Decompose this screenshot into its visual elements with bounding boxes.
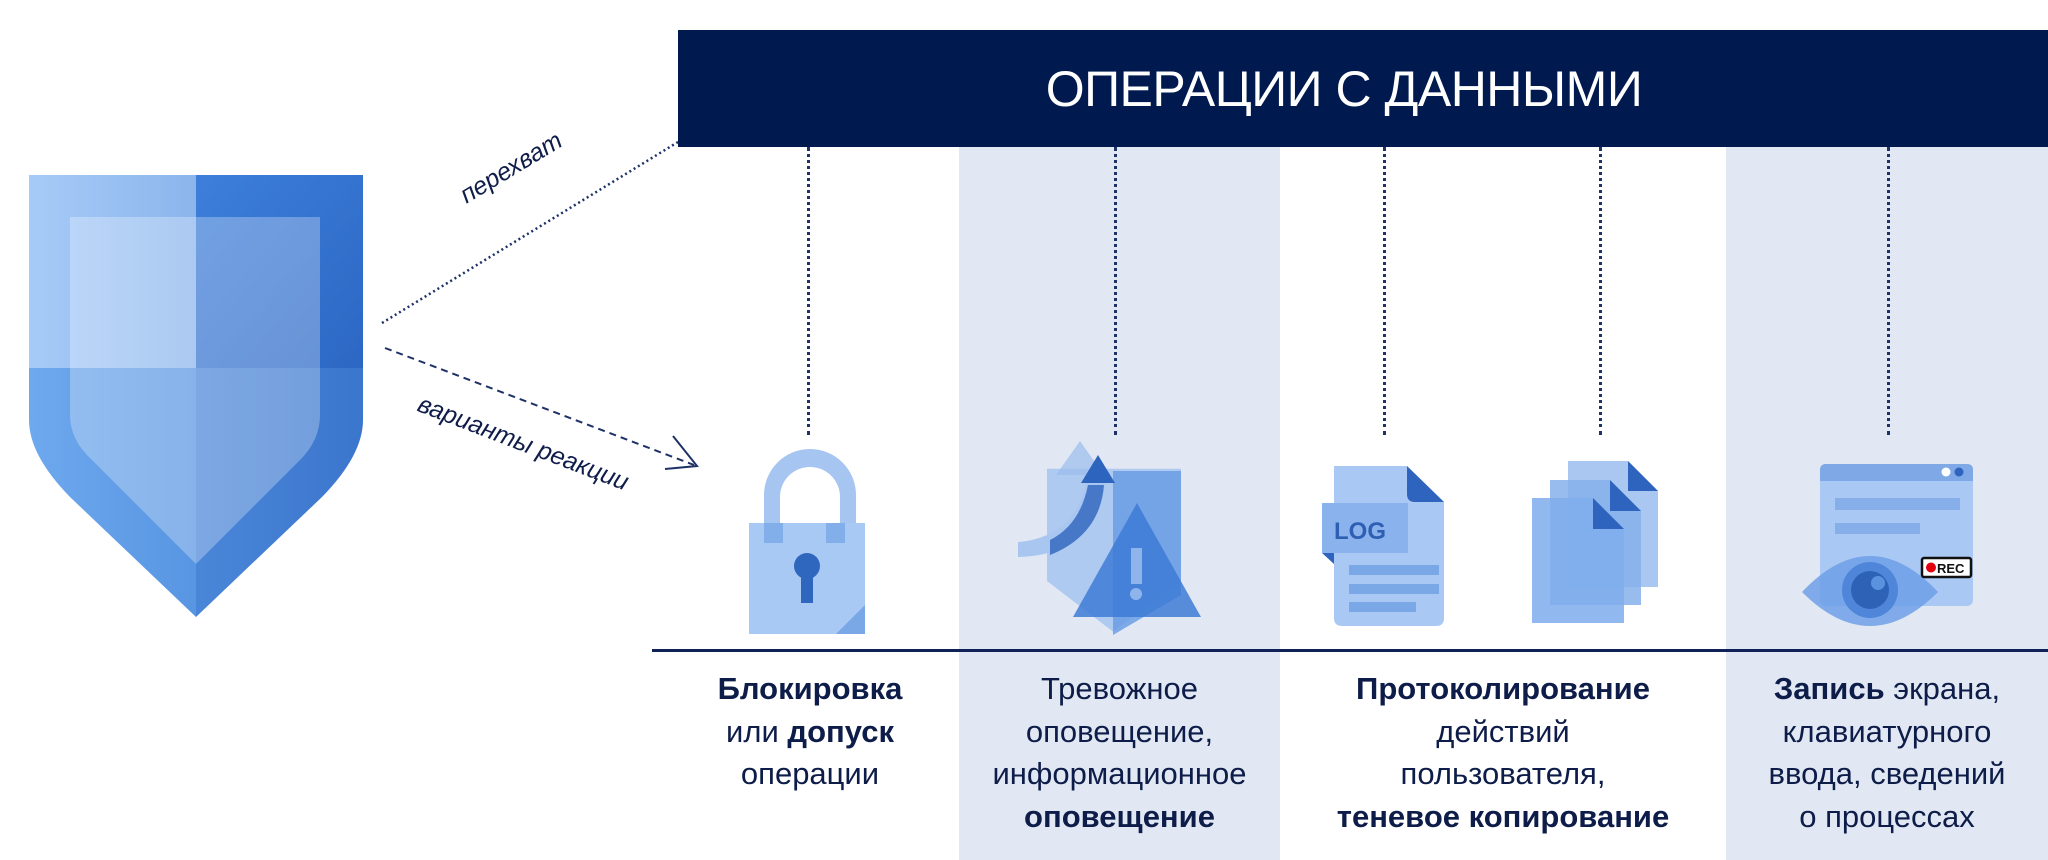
caption-text: клавиатурного	[1782, 713, 1992, 749]
caption-line: или допуск	[660, 711, 960, 754]
caption-text: пользователя,	[1400, 756, 1606, 791]
caption-line: информационное	[959, 753, 1280, 796]
caption-text: экрана,	[1884, 671, 2001, 706]
lock-icon	[749, 449, 865, 634]
caption-line: ввода, сведений	[1726, 753, 2048, 796]
connector-copy	[1599, 147, 1602, 435]
caption-bold-text: теневое копирование	[1336, 798, 1670, 834]
caption-line: пользователя,	[1280, 753, 1726, 796]
connector-record	[1887, 147, 1890, 435]
divider-line	[652, 649, 2048, 652]
caption-line: Тревожное	[959, 668, 1280, 711]
caption-line: о процессах	[1726, 796, 2048, 839]
connector-log	[1383, 147, 1386, 435]
caption-line: оповещение	[959, 796, 1280, 839]
caption-text: действий	[1436, 713, 1570, 749]
header-banner: ОПЕРАЦИИ С ДАННЫМИ	[678, 30, 2048, 147]
caption-bold-text: оповещение	[1024, 798, 1215, 834]
screen-record-icon: REC	[1802, 464, 1973, 626]
caption-bold-text: Блокировка	[717, 671, 903, 706]
header-title: ОПЕРАЦИИ С ДАННЫМИ	[1045, 60, 1643, 117]
caption-text: или	[726, 713, 788, 749]
caption-text: информационное	[992, 756, 1247, 791]
caption-text: операции	[740, 756, 880, 791]
caption-line: оповещение,	[959, 711, 1280, 754]
response-arrow	[384, 347, 699, 470]
caption-bold-text: Протоколирование	[1356, 671, 1650, 706]
caption-text: ввода, сведений	[1768, 756, 2006, 791]
caption-text: оповещение,	[1025, 713, 1214, 749]
caption-bold-text: Запись	[1773, 671, 1885, 706]
alert-icon	[1018, 441, 1201, 635]
caption-text: Тревожное	[1040, 671, 1199, 706]
connector-alert	[1114, 147, 1117, 435]
rec-badge: REC	[1920, 556, 1973, 579]
caption-line: клавиатурного	[1726, 711, 2048, 754]
caption-line: Запись экрана,	[1726, 668, 2048, 711]
connector-lock	[807, 147, 810, 435]
caption-alerts: Тревожное оповещение, информационное оповещ…	[959, 668, 1280, 838]
log-file-icon: LOG	[1322, 466, 1444, 626]
caption-text: о процессах	[1799, 798, 1975, 834]
caption-line: Блокировка	[660, 668, 960, 711]
caption-bold-text: допуск	[787, 713, 894, 749]
caption-line: действий	[1280, 711, 1726, 754]
caption-line: теневое копирование	[1280, 796, 1726, 839]
shadow-copy-icon	[1532, 461, 1658, 623]
rec-badge-text: REC	[1937, 561, 1965, 576]
shield-icon	[29, 175, 363, 617]
caption-logging: Протоколирование действий пользователя, тен…	[1280, 668, 1726, 838]
caption-line: операции	[660, 753, 960, 796]
caption-line: Протоколирование	[1280, 668, 1726, 711]
log-badge-text: LOG	[1334, 518, 1386, 545]
